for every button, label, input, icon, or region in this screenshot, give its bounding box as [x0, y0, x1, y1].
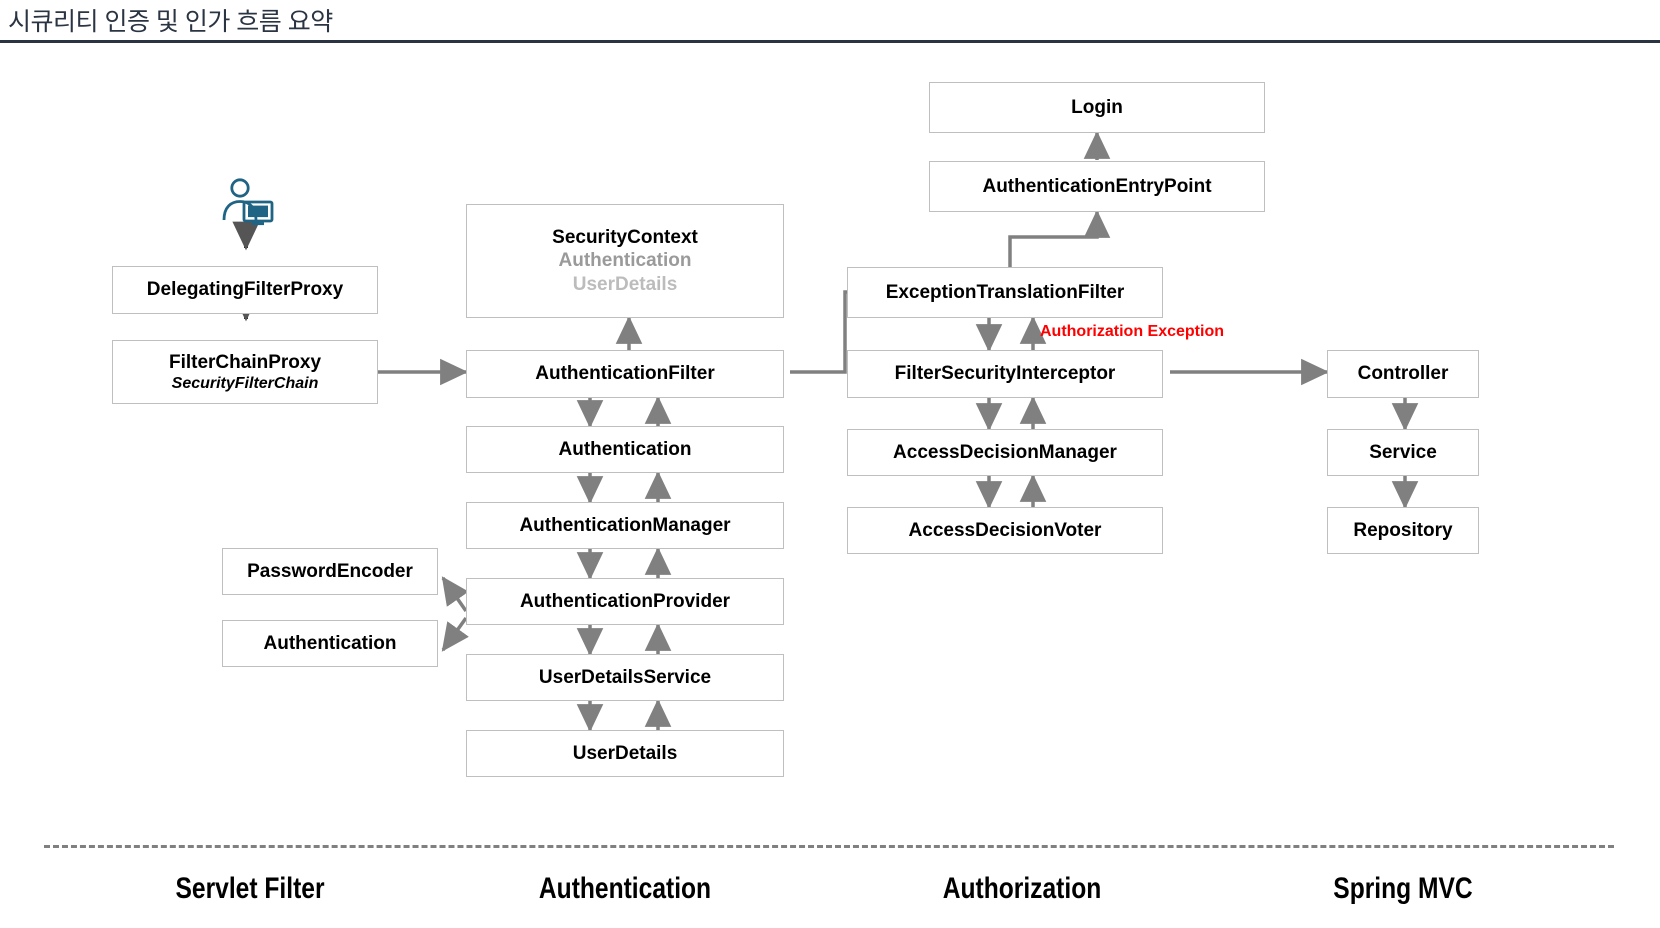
node-label: DelegatingFilterProxy	[146, 279, 344, 301]
footer-label-spring-mvc: Spring MVC	[1280, 872, 1526, 906]
node-authentication-side[interactable]: Authentication	[222, 620, 438, 667]
node-delegating-filter-proxy[interactable]: DelegatingFilterProxy	[112, 266, 378, 314]
node-label: FilterSecurityInterceptor	[894, 363, 1116, 385]
node-authentication-filter[interactable]: AuthenticationFilter	[466, 350, 784, 398]
node-service[interactable]: Service	[1327, 429, 1479, 476]
node-user-details[interactable]: UserDetails	[466, 730, 784, 777]
node-label: Authentication	[263, 632, 397, 654]
node-label: ExceptionTranslationFilter	[885, 281, 1125, 303]
node-sublabel: SecurityFilterChain	[171, 374, 319, 392]
node-label: AuthenticationEntryPoint	[982, 175, 1212, 197]
title-bar: 시큐리티 인증 및 인가 흐름 요약	[0, 0, 1660, 43]
footer-label-authorization: Authorization	[899, 872, 1145, 906]
footer-label-text: Spring MVC	[1333, 872, 1473, 905]
footer-label-text: Servlet Filter	[175, 872, 325, 905]
node-authentication-entry-point[interactable]: AuthenticationEntryPoint	[929, 161, 1265, 212]
node-filter-security-interceptor[interactable]: FilterSecurityInterceptor	[847, 350, 1163, 398]
node-label: Repository	[1353, 519, 1453, 541]
footer-label-text: Authentication	[538, 872, 712, 905]
node-exception-translation-filter[interactable]: ExceptionTranslationFilter	[847, 267, 1163, 318]
node-controller[interactable]: Controller	[1327, 350, 1479, 398]
node-label: AccessDecisionManager	[893, 441, 1117, 463]
node-login[interactable]: Login	[929, 82, 1265, 133]
node-label: AuthenticationProvider	[519, 590, 731, 612]
node-label: Service	[1369, 441, 1437, 463]
footer-divider	[44, 845, 1614, 848]
node-access-decision-voter[interactable]: AccessDecisionVoter	[847, 507, 1163, 554]
footer-label-authentication: Authentication	[502, 872, 748, 906]
node-label: SecurityContext	[552, 227, 698, 249]
footer-label-servlet-filter: Servlet Filter	[127, 872, 373, 906]
node-filter-chain-proxy[interactable]: FilterChainProxy SecurityFilterChain	[112, 340, 378, 404]
node-sublabel-authentication: Authentication	[558, 250, 692, 272]
node-security-context[interactable]: SecurityContext Authentication UserDetai…	[466, 204, 784, 318]
page-title: 시큐리티 인증 및 인가 흐름 요약	[8, 8, 333, 36]
node-user-details-service[interactable]: UserDetailsService	[466, 654, 784, 701]
node-label: UserDetails	[572, 742, 678, 764]
node-repository[interactable]: Repository	[1327, 507, 1479, 554]
node-label: Login	[1071, 96, 1123, 118]
node-label: AuthenticationManager	[519, 514, 731, 536]
title-divider	[0, 40, 1660, 43]
node-label: Authentication	[558, 438, 692, 460]
node-label: Controller	[1357, 363, 1449, 385]
user-terminal-icon	[222, 178, 274, 226]
node-authentication-provider[interactable]: AuthenticationProvider	[466, 578, 784, 625]
node-label: AccessDecisionVoter	[908, 519, 1102, 541]
node-password-encoder[interactable]: PasswordEncoder	[222, 548, 438, 595]
footer-label-text: Authorization	[942, 872, 1102, 905]
node-sublabel-userdetails: UserDetails	[572, 273, 678, 295]
node-label: AuthenticationFilter	[535, 363, 715, 385]
authorization-exception-label: Authorization Exception	[1040, 323, 1224, 340]
node-label: FilterChainProxy	[168, 351, 322, 373]
node-authentication-manager[interactable]: AuthenticationManager	[466, 502, 784, 549]
node-access-decision-manager[interactable]: AccessDecisionManager	[847, 429, 1163, 476]
node-authentication[interactable]: Authentication	[466, 426, 784, 473]
node-label: UserDetailsService	[538, 666, 712, 688]
node-label: PasswordEncoder	[247, 560, 413, 582]
